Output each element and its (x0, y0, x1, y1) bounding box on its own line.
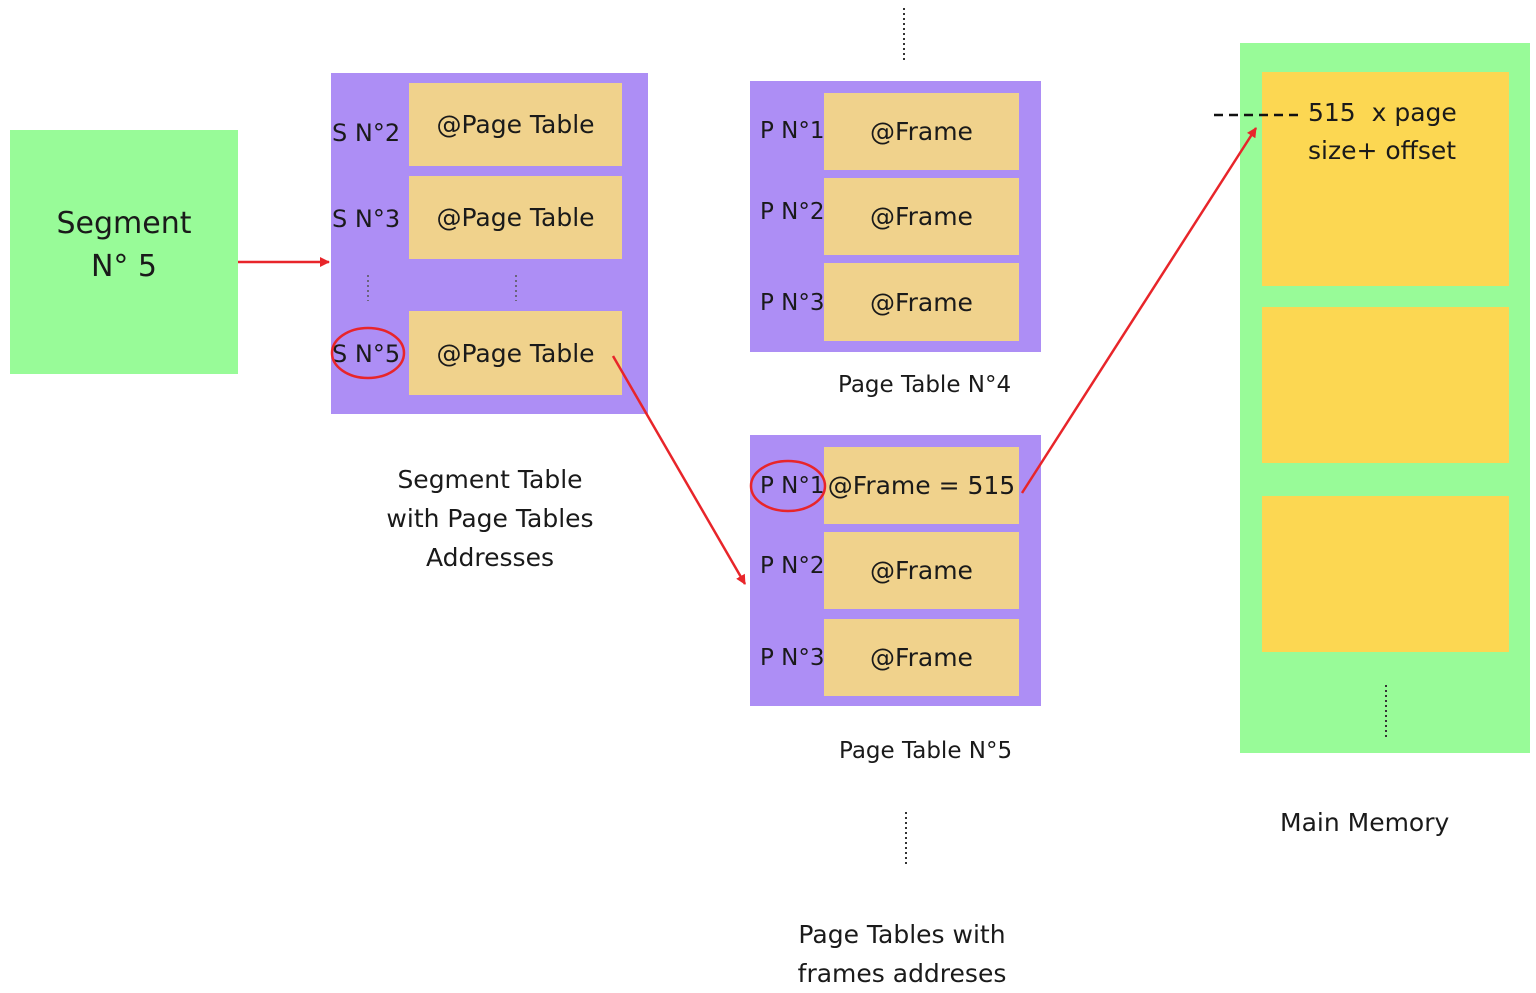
page-row-value: @Frame (824, 532, 1019, 609)
page-row-value: @Frame (824, 263, 1019, 341)
segment-box: Segment N° 5 (10, 130, 238, 374)
page-tables-caption-line: frames addreses (797, 959, 1007, 988)
segment-label-line2: N° 5 (90, 249, 158, 284)
segment-row-value: @Page Table (409, 83, 622, 166)
page-table-5-caption: Page Table N°5 (839, 738, 1013, 764)
page-row-value: @Frame (824, 93, 1019, 170)
page-row-value: @Frame (824, 178, 1019, 255)
segment-table-caption: Segment Table with Page Tables Addresses (340, 460, 640, 577)
memory-address-line: size+ offset (1308, 136, 1457, 165)
memory-address-line: 515 x page (1308, 98, 1457, 127)
page-table-4: P N°1 @Frame P N°2 @Frame P N°3 @Frame (750, 81, 1041, 352)
page-row-value: @Frame = 515 (824, 447, 1019, 524)
page-row-label: P N°2 (760, 199, 825, 225)
main-memory (1240, 43, 1530, 753)
page-tables-caption-line: Page Tables with (798, 920, 1006, 949)
page-table-4-caption: Page Table N°4 (838, 372, 1012, 398)
page-table-5: P N°1 @Frame = 515 P N°2 @Frame P N°3 @F… (750, 435, 1041, 706)
main-memory-caption: Main Memory (1280, 808, 1450, 837)
memory-frame (1262, 307, 1509, 463)
segment-table-caption-line: Addresses (426, 543, 554, 572)
segment-table: S N°2 @Page Table S N°3 @Page Table S N°… (331, 73, 648, 414)
segment-table-caption-line: Segment Table (397, 465, 583, 494)
segment-row-value: @Page Table (409, 311, 622, 395)
segment-row-value: @Page Table (409, 176, 622, 259)
memory-frame (1262, 496, 1509, 652)
segment-row-label: S N°5 (332, 340, 401, 368)
page-row-label: P N°1 (760, 118, 825, 144)
segment-row-label: S N°3 (332, 205, 401, 233)
segment-row-label: S N°2 (332, 119, 401, 147)
page-row-label: P N°2 (760, 553, 825, 579)
page-row-label: P N°3 (760, 290, 825, 316)
segment-label-line1: Segment (56, 206, 192, 241)
page-row-value: @Frame (824, 619, 1019, 696)
frame-to-memory-arrow (1020, 127, 1258, 494)
memory-frame (1262, 72, 1509, 286)
segment-table-caption-line: with Page Tables (386, 504, 594, 533)
page-tables-caption: Page Tables with frames addreses (752, 915, 1052, 993)
page-row-label: P N°3 (760, 645, 825, 671)
page-row-label: P N°1 (760, 473, 825, 499)
memory-address-label: 515 x page size+ offset (1308, 94, 1457, 170)
